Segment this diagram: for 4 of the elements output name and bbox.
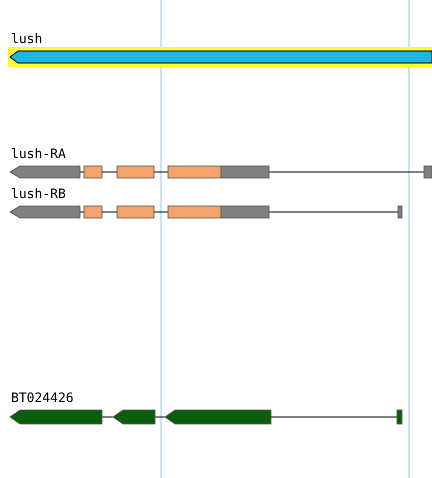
track-label: lush: [11, 33, 42, 47]
track-label: lush-RB: [11, 188, 66, 202]
track-label: lush-RA: [11, 148, 66, 162]
track-label: BT024426: [11, 392, 74, 406]
